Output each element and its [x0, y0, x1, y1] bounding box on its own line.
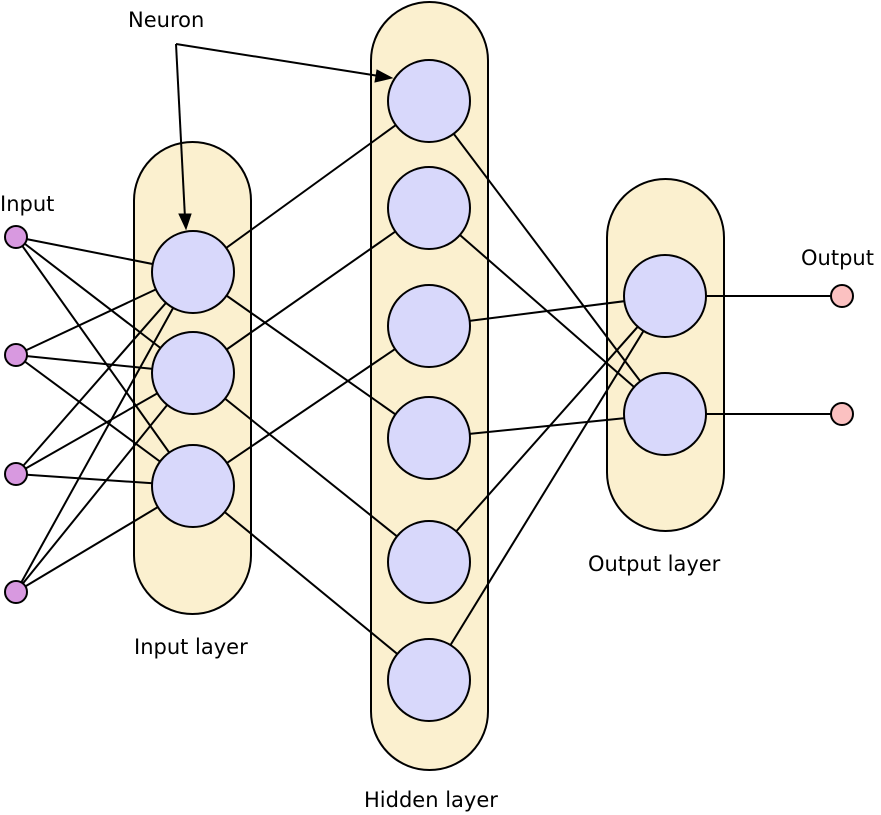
- input-node: [4, 462, 28, 486]
- input-connection: [15, 372, 194, 593]
- neurons: [151, 59, 707, 722]
- input-layer-label: Input layer: [134, 635, 248, 659]
- hidden-connection: [192, 207, 430, 374]
- neuron-pointer-line-to-hidden-layer: [175, 43, 380, 77]
- neuron-pointer-line-to-input-layer: [175, 43, 186, 219]
- arrowhead-icon: [178, 213, 192, 231]
- hidden-layer-label: Hidden layer: [364, 788, 498, 812]
- hidden-connection: [192, 271, 430, 439]
- output-layer-neuron: [623, 372, 707, 456]
- neuron-pointer-arrows: [175, 43, 394, 231]
- hidden-layer-neuron: [387, 396, 471, 480]
- arrowhead-icon: [374, 69, 394, 83]
- output-node: [830, 402, 854, 426]
- hidden-connection: [192, 485, 430, 681]
- hidden-layer-neuron: [387, 59, 471, 143]
- hidden-layer-neuron: [387, 520, 471, 604]
- input-layer-neuron: [151, 331, 235, 415]
- hidden-layer-neuron: [387, 166, 471, 250]
- output-node: [830, 284, 854, 308]
- output-layer-label: Output layer: [588, 552, 721, 576]
- input-connection: [15, 271, 194, 475]
- input-node: [4, 225, 28, 249]
- output-layer-capsule: [606, 178, 725, 532]
- output-layer-neuron: [623, 254, 707, 338]
- input-layer-neuron: [151, 444, 235, 528]
- input-layer-neuron: [151, 230, 235, 314]
- hidden-layer-neuron: [387, 284, 471, 368]
- io-nodes: [4, 225, 854, 604]
- hidden-connection: [192, 325, 430, 487]
- hidden-connection: [192, 372, 430, 563]
- output-connection: [428, 295, 666, 563]
- input-node: [4, 580, 28, 604]
- neuron-label: Neuron: [128, 8, 204, 32]
- input-node: [4, 343, 28, 367]
- hidden-layer-neuron: [387, 638, 471, 722]
- input-label: Input: [0, 192, 54, 216]
- input-connection: [15, 271, 194, 593]
- input-connection: [15, 236, 194, 487]
- hidden-connection: [192, 100, 430, 273]
- output-connection: [428, 295, 666, 681]
- output-label: Output: [801, 246, 874, 270]
